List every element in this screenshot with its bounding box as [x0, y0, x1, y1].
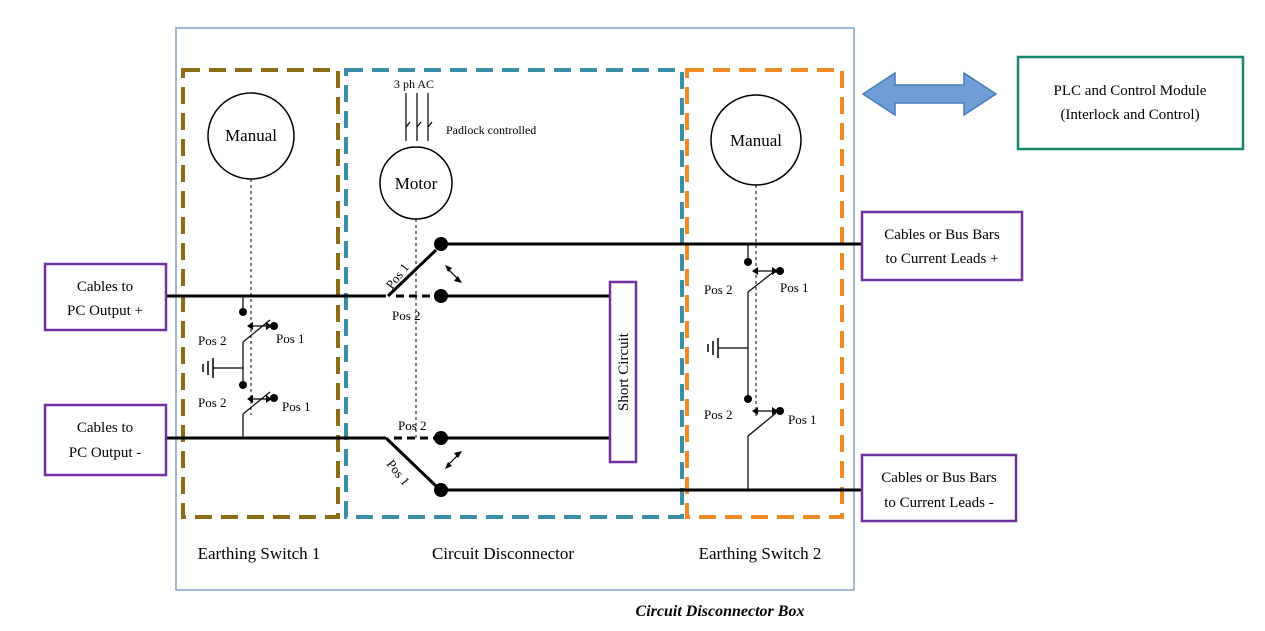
pc-output-plus-line2: PC Output + — [67, 303, 143, 319]
es1-top-contact-pos1 — [270, 322, 278, 330]
cd-upper-contact-pos1 — [434, 237, 448, 251]
outer-box — [175, 27, 855, 591]
cd-lower-contact-pos1 — [434, 483, 448, 497]
leads-plus-box — [860, 210, 1024, 282]
es2-bottom-contact-pos2 — [744, 395, 752, 403]
cd-lower-blade — [384, 436, 438, 488]
cd-upper-contact-pos2 — [434, 289, 448, 303]
padlock-note: Padlock controlled — [446, 123, 536, 137]
leads-minus-line2: to Current Leads - — [884, 495, 994, 511]
cd-upper-blade — [386, 248, 438, 298]
es2-bottom-arrowhead-left — [752, 407, 758, 415]
cd-upper-arrowhead-bottom — [454, 276, 462, 283]
es2-bottom-arrowhead-right — [772, 407, 778, 415]
es1-top-pos2-label: Pos 2 — [198, 333, 227, 348]
leads-plus-line1: Cables or Bus Bars — [884, 227, 1000, 243]
pc-output-plus-line1: Cables to — [77, 279, 133, 295]
plc-module-line1: PLC and Control Module — [1054, 83, 1207, 99]
es1-top-contact-pos2 — [239, 308, 247, 316]
es2-top-pos1-label: Pos 1 — [780, 280, 809, 295]
plc-module-line2: (Interlock and Control) — [1060, 107, 1199, 123]
short-circuit-box — [608, 280, 638, 464]
es1-top-arrowhead-right — [266, 322, 272, 330]
pc-output-minus-line2: PC Output - — [69, 445, 142, 461]
es2-top-contact-pos2 — [744, 258, 752, 266]
pc-output-plus-box — [43, 262, 168, 332]
three-phase-supply-icon — [405, 93, 433, 141]
short-circuit-label: Short Circuit — [616, 332, 632, 411]
box-caption: Circuit Disconnector Box — [636, 603, 805, 620]
leads-plus-line2: to Current Leads + — [885, 251, 998, 267]
supply-label: 3 ph AC — [394, 77, 434, 91]
earthing-switch-1-frame — [181, 68, 340, 519]
manual-actuator-2-label: Manual — [730, 131, 782, 150]
es1-top-pos1-label: Pos 1 — [276, 331, 305, 346]
es1-bottom-arrowhead-left — [247, 395, 253, 403]
es1-top-blade — [242, 319, 271, 343]
motor-label: Motor — [395, 174, 438, 193]
circuit-disconnector-label: Circuit Disconnector — [432, 544, 574, 563]
manual-actuator-1-label: Manual — [225, 126, 277, 145]
cd-lower-arrowhead-bottom — [445, 462, 452, 469]
plc-double-arrow — [861, 71, 998, 117]
es1-bottom-pos1-label: Pos 1 — [282, 399, 311, 414]
es2-top-pos2-label: Pos 2 — [704, 282, 733, 297]
ground-symbol-icon — [707, 338, 719, 358]
es1-bottom-arrowhead-right — [266, 395, 272, 403]
plc-module-box — [1016, 55, 1245, 151]
es1-top-arrowhead-left — [247, 322, 253, 330]
cd-upper-arrowhead-top — [445, 265, 452, 272]
leads-minus-line1: Cables or Bus Bars — [881, 470, 997, 486]
es1-bottom-contact-pos1 — [270, 394, 278, 402]
ground-symbol-icon — [202, 358, 214, 378]
cd-lower-arrowhead-top — [454, 451, 462, 458]
es1-bottom-blade — [242, 391, 271, 415]
pc-output-minus-box — [43, 403, 168, 477]
earthing-switch-2-label: Earthing Switch 2 — [699, 544, 822, 563]
es2-bottom-blade — [747, 412, 777, 437]
leads-minus-box — [860, 453, 1018, 523]
es2-bottom-pos1-label: Pos 1 — [788, 412, 817, 427]
es2-top-arrowhead-right — [772, 267, 778, 275]
es2-top-arrowhead-left — [752, 267, 758, 275]
circuit-disconnector-frame — [344, 68, 684, 519]
pc-output-minus-line1: Cables to — [77, 420, 133, 436]
es1-bottom-contact-pos2 — [239, 381, 247, 389]
cd-upper-pos2-label: Pos 2 — [392, 308, 421, 323]
earthing-switch-1-label: Earthing Switch 1 — [198, 544, 321, 563]
earthing-switch-2-frame — [685, 68, 844, 519]
es2-bottom-contact-pos1 — [776, 407, 784, 415]
es2-bottom-pos2-label: Pos 2 — [704, 407, 733, 422]
cd-lower-pos2-label: Pos 2 — [398, 418, 427, 433]
cd-lower-contact-pos2 — [434, 431, 448, 445]
es2-top-blade — [747, 269, 777, 293]
es2-top-contact-pos1 — [776, 267, 784, 275]
es1-bottom-pos2-label: Pos 2 — [198, 395, 227, 410]
